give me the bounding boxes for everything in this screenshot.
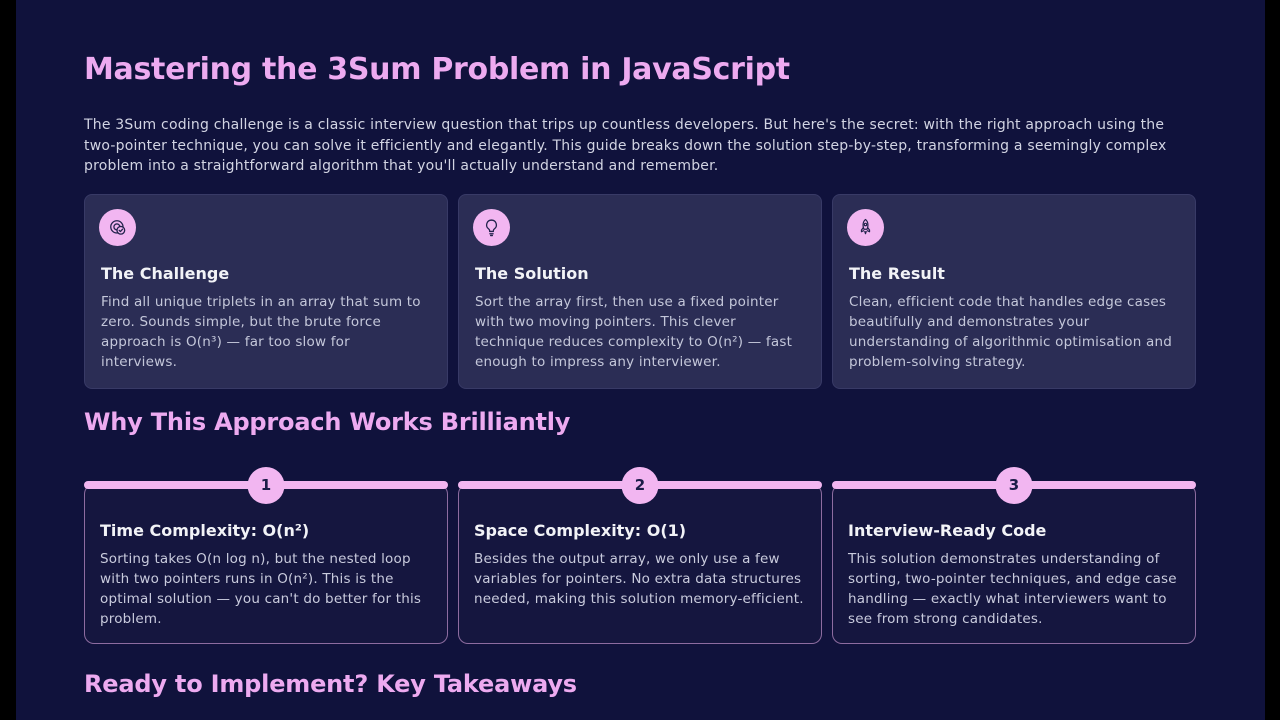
step-cards-row: 1 Time Complexity: O(n²) Sorting takes O… [84,466,1196,644]
step-title: Time Complexity: O(n²) [100,520,310,540]
card-body: Find all unique triplets in an array tha… [101,293,421,370]
step-number-badge: 3 [995,466,1033,504]
card-title: The Result [849,263,945,283]
overview-cards-row: The Challenge Find all unique triplets i… [84,193,1196,389]
step-body: Besides the output array, we only use a … [474,550,804,607]
why-section-heading: Why This Approach Works Brilliantly [84,407,571,436]
step-number-badge: 1 [247,466,285,504]
step-card-interview-ready: 3 Interview-Ready Code This solution dem… [832,466,1196,644]
card-title: The Solution [475,263,589,283]
card-title: The Challenge [101,263,230,283]
step-title: Interview-Ready Code [848,520,1047,540]
letterbox-left [0,0,16,720]
article-page: Mastering the 3Sum Problem in JavaScript… [16,0,1265,720]
step-card-space-complexity: 2 Space Complexity: O(1) Besides the out… [458,466,822,644]
step-body: This solution demonstrates understanding… [848,550,1177,627]
card-body: Clean, efficient code that handles edge … [849,293,1172,370]
challenge-card: The Challenge Find all unique triplets i… [84,193,448,389]
lightbulb-icon [473,208,510,246]
rocket-icon [847,208,884,246]
intro-paragraph: The 3Sum coding challenge is a classic i… [84,117,1167,174]
article-content: Mastering the 3Sum Problem in JavaScript… [84,52,1196,698]
step-card-time-complexity: 1 Time Complexity: O(n²) Sorting takes O… [84,466,448,644]
page-title: Mastering the 3Sum Problem in JavaScript [84,52,790,87]
target-check-icon [99,208,136,246]
step-title: Space Complexity: O(1) [474,520,687,540]
card-body: Sort the array first, then use a fixed p… [475,293,793,370]
step-body: Sorting takes O(n log n), but the nested… [100,550,422,627]
solution-card: The Solution Sort the array first, then … [458,193,822,389]
takeaways-section-heading: Ready to Implement? Key Takeaways [84,669,577,698]
step-number-badge: 2 [621,466,659,504]
letterbox-right [1265,0,1280,720]
result-card: The Result Clean, efficient code that ha… [832,193,1196,389]
